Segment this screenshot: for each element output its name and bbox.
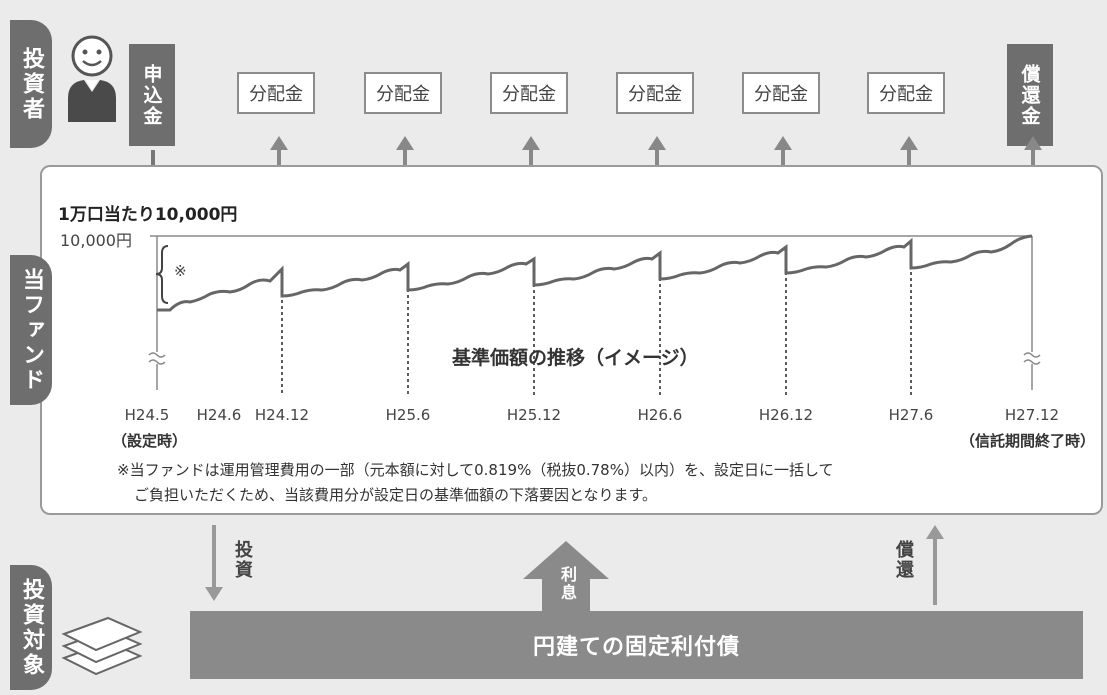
- fund-tab-label: 当ファンド: [19, 267, 44, 393]
- x-tick-label: H26.12: [759, 406, 813, 424]
- redemption-label: 償還金: [1018, 63, 1041, 127]
- redeem-up-arrow: [926, 525, 944, 605]
- axis-break-right: [1023, 352, 1041, 365]
- subscription-label: 申込金: [140, 63, 163, 127]
- subscription-box: 申込金: [129, 44, 175, 146]
- x-tick-label: H27.6: [889, 406, 934, 424]
- top-arrows: [144, 136, 1042, 196]
- x-tick-label: H24.5: [125, 406, 170, 424]
- redeem-label: 償還: [893, 540, 914, 580]
- fee-asterisk: ※: [174, 262, 187, 280]
- bond-papers-icon: [61, 616, 143, 676]
- bond-label: 円建ての固定利付債: [532, 635, 740, 660]
- fund-panel: [40, 165, 1103, 515]
- fee-brace: [155, 245, 169, 304]
- x-tick-label: H25.6: [386, 406, 431, 424]
- x-tick-labels: H24.5 H24.6 H24.12 H25.6 H25.12 H26.6 H2…: [125, 406, 1059, 424]
- x-tick-label: H24.12: [255, 406, 309, 424]
- flow-arrows: [205, 525, 944, 611]
- distribution-box-4: 分配金: [616, 72, 694, 114]
- x-tick-label: H25.12: [507, 406, 561, 424]
- axis-break-left: [148, 352, 166, 365]
- distribution-box-6: 分配金: [867, 72, 945, 114]
- interest-label: 利息: [558, 566, 577, 602]
- investor-tab: 投資者: [10, 20, 52, 148]
- interest-up-arrow: [523, 541, 609, 611]
- distribution-label: 分配金: [249, 84, 303, 105]
- distribution-label: 分配金: [502, 84, 556, 105]
- nav-chart: 1万口当たり10,000円 10,000円 ※ 基準価額の推移（イメージ） H2…: [58, 204, 1095, 504]
- x-tick-label: H24.6: [197, 406, 242, 424]
- distribution-box-5: 分配金: [742, 72, 820, 114]
- chart-title: 基準価額の推移（イメージ）: [451, 346, 699, 369]
- start-label: （設定時）: [112, 432, 187, 450]
- distribution-box-1: 分配金: [237, 72, 315, 114]
- x-tick-label: H27.12: [1005, 406, 1059, 424]
- invest-label: 投資: [232, 540, 253, 580]
- distribution-box-3: 分配金: [490, 72, 568, 114]
- distribution-guides: [281, 242, 912, 395]
- footnote-line-2: ご負担いただくため、当該費用分が設定日の基準価額の下落要因となります。: [134, 486, 657, 504]
- investor-person-icon: [68, 35, 116, 122]
- end-label: （信託期間終了時）: [960, 432, 1095, 450]
- investor-tab-label: 投資者: [19, 46, 44, 122]
- fund-tab: 当ファンド: [10, 255, 52, 405]
- footnote-line-1: ※当ファンドは運用管理費用の一部（元本額に対して0.819%（税抜0.78%）以…: [117, 461, 834, 479]
- unit-note: 1万口当たり10,000円: [58, 204, 237, 225]
- fixed-rate-bond-bar: 円建ての固定利付債: [190, 611, 1083, 679]
- y-axis-label: 10,000円: [60, 231, 132, 250]
- distribution-label: 分配金: [376, 84, 430, 105]
- distribution-box-2: 分配金: [364, 72, 442, 114]
- distribution-label: 分配金: [754, 84, 808, 105]
- target-tab-label: 投資対象: [19, 577, 44, 678]
- distribution-label: 分配金: [879, 84, 933, 105]
- target-tab: 投資対象: [10, 565, 52, 690]
- invest-down-arrow: [205, 525, 223, 601]
- x-tick-label: H26.6: [638, 406, 683, 424]
- redemption-box: 償還金: [1007, 44, 1053, 146]
- nav-line: [157, 234, 1033, 312]
- distribution-label: 分配金: [628, 84, 682, 105]
